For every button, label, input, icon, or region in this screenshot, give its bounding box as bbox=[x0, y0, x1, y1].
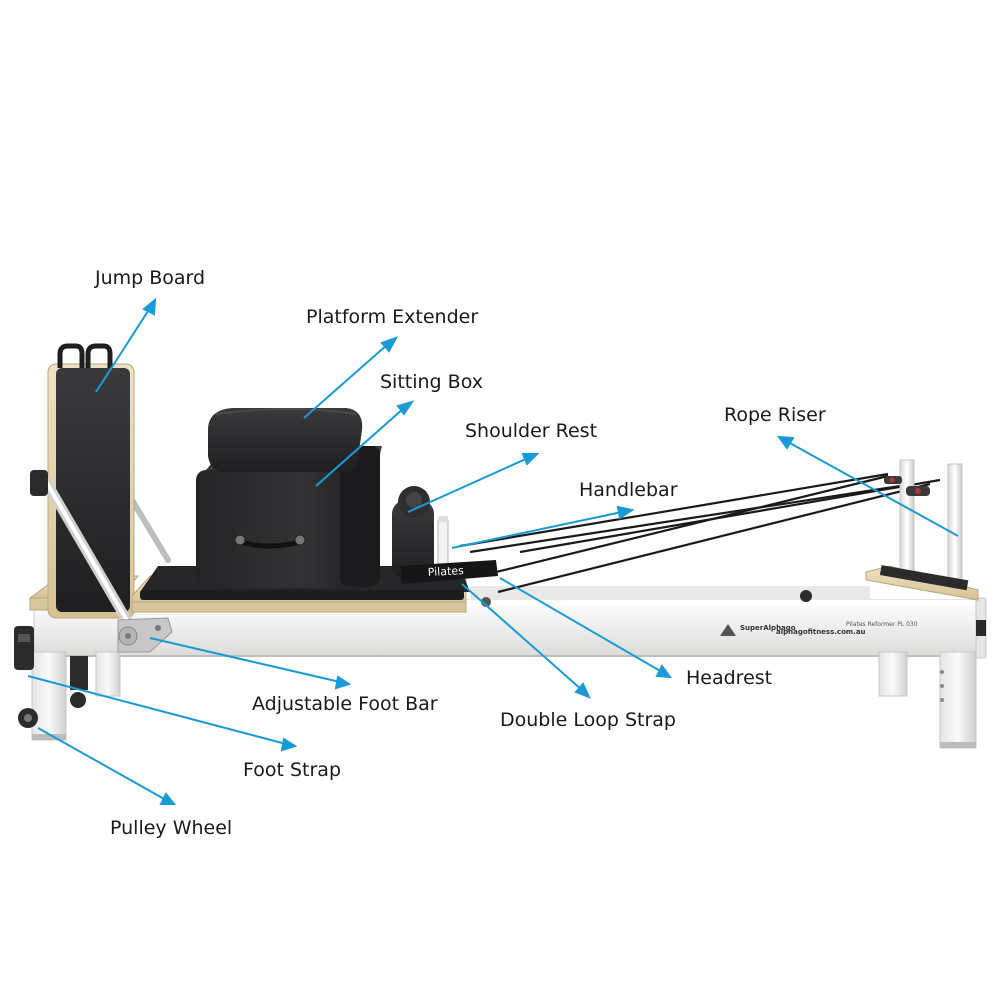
sitting-box bbox=[196, 446, 382, 588]
arrow-platform-extender bbox=[303, 336, 399, 419]
platform-extender bbox=[208, 408, 363, 472]
arrow-rope-riser bbox=[776, 435, 959, 537]
arrow-headrest bbox=[499, 577, 673, 679]
ropes bbox=[459, 472, 941, 594]
label-sitting-box: Sitting Box bbox=[380, 371, 483, 393]
rope-riser bbox=[865, 459, 979, 601]
strap-brand-text: Pilates bbox=[427, 564, 464, 579]
frame-branding: SuperAlphago alphagofitness.com.au Pilat… bbox=[720, 621, 918, 636]
leader-arrows bbox=[27, 297, 959, 805]
arrow-handlebar bbox=[451, 505, 635, 549]
label-shoulder-rest: Shoulder Rest bbox=[465, 420, 598, 442]
arrow-foot-strap bbox=[27, 675, 298, 752]
label-jump-board: Jump Board bbox=[95, 267, 206, 289]
jump-board bbox=[47, 343, 171, 619]
label-pulley-wheel: Pulley Wheel bbox=[110, 817, 233, 839]
arrow-jump-board bbox=[95, 297, 157, 393]
label-rope-riser: Rope Riser bbox=[724, 404, 826, 426]
label-platform-extender: Platform Extender bbox=[306, 306, 479, 328]
label-handlebar: Handlebar bbox=[579, 479, 678, 501]
label-adjustable-foot-bar: Adjustable Foot Bar bbox=[252, 693, 438, 715]
headrest-post bbox=[437, 516, 449, 567]
shoulder-rest bbox=[392, 486, 434, 580]
reformer-frame bbox=[31, 586, 987, 749]
double-loop-strap: Pilates bbox=[400, 560, 498, 584]
label-headrest: Headrest bbox=[686, 667, 773, 689]
brand-name-text: SuperAlphago bbox=[740, 624, 796, 632]
arrow-adjustable-foot-bar bbox=[149, 637, 352, 690]
arrow-double-loop-strap bbox=[461, 583, 591, 699]
label-foot-strap: Foot Strap bbox=[243, 759, 342, 781]
arrow-shoulder-rest bbox=[407, 453, 540, 513]
brand-model-text: Pilates Reformer PL 030 bbox=[846, 621, 918, 628]
arrow-sitting-box bbox=[315, 400, 415, 487]
adjustable-foot-bar bbox=[30, 470, 173, 653]
label-double-loop-strap: Double Loop Strap bbox=[500, 709, 676, 731]
arrow-pulley-wheel bbox=[37, 727, 177, 805]
brand-site-text: alphagofitness.com.au bbox=[776, 628, 866, 636]
